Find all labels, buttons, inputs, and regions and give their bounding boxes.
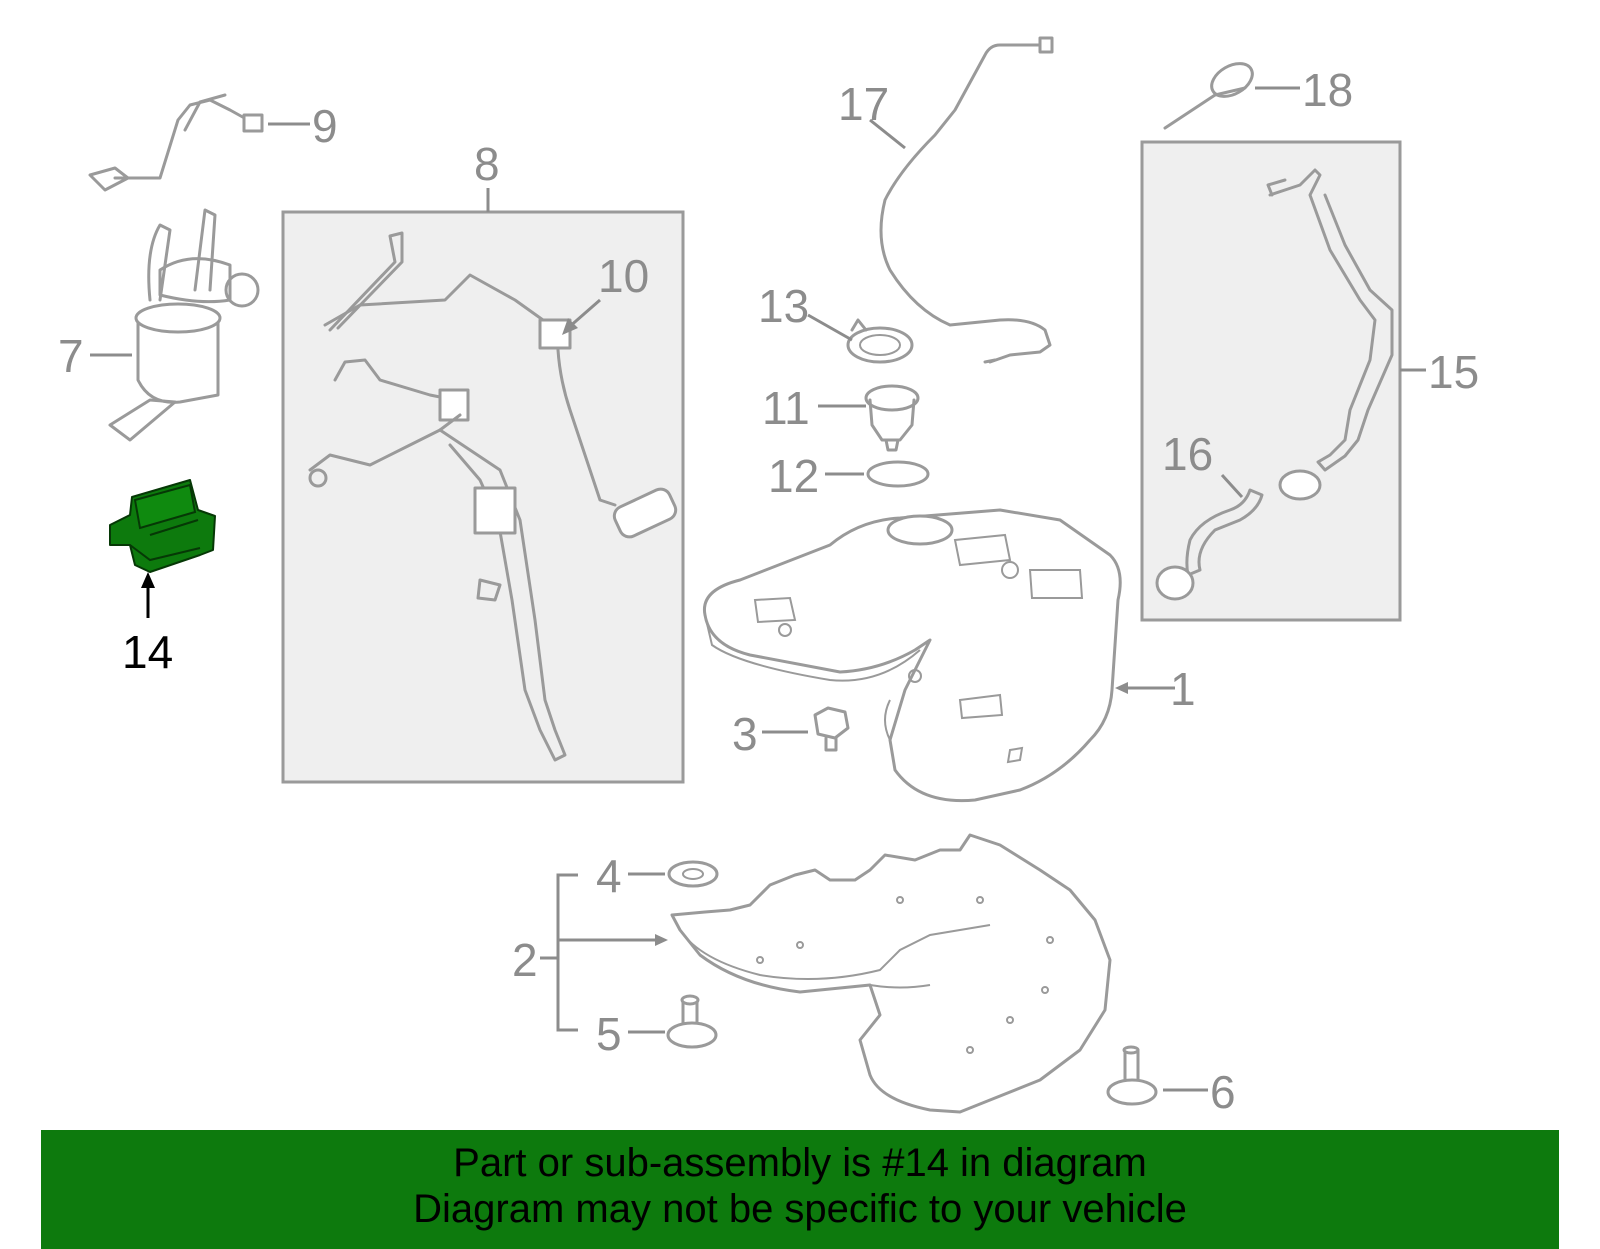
banner-line-1: Part or sub-assembly is #14 in diagram [453, 1141, 1147, 1185]
callout-4[interactable]: 4 [596, 850, 622, 902]
part-11-valve[interactable] [864, 384, 920, 452]
part-6-stud[interactable] [1106, 1045, 1158, 1106]
callout-13[interactable]: 13 [758, 280, 809, 332]
callout-8[interactable]: 8 [474, 138, 500, 190]
callout-2[interactable]: 2 [512, 934, 538, 986]
arrow-1 [1115, 682, 1128, 694]
callout-18[interactable]: 18 [1302, 64, 1353, 116]
callout-14[interactable]: 14 [122, 626, 173, 678]
part-8-assembly[interactable] [308, 231, 679, 762]
callout-11[interactable]: 11 [762, 382, 810, 434]
leader-17 [869, 118, 906, 150]
arrow-10 [562, 318, 578, 335]
callout-9[interactable]: 9 [312, 100, 338, 152]
callout-6[interactable]: 6 [1210, 1066, 1236, 1118]
callout-12[interactable]: 12 [768, 450, 819, 502]
part-4-washer[interactable] [667, 860, 719, 888]
callout-7[interactable]: 7 [58, 330, 84, 382]
part-15-filler-neck[interactable] [1266, 168, 1394, 472]
bracket-2 [556, 873, 578, 1032]
info-banner: Part or sub-assembly is #14 in diagram D… [41, 1130, 1559, 1249]
part-17-vent-tube[interactable] [879, 36, 1054, 364]
callout-3[interactable]: 3 [732, 708, 758, 760]
arrow-14 [141, 572, 155, 588]
part-1-fuel-tank[interactable] [702, 508, 1122, 803]
callout-15[interactable]: 15 [1428, 346, 1479, 398]
part-9-sender[interactable] [88, 93, 264, 192]
part-14-bracket[interactable] [109, 479, 216, 573]
part-18-cap[interactable] [1163, 57, 1258, 130]
part-2-shield[interactable] [670, 833, 1112, 1114]
callout-10[interactable]: 10 [598, 250, 649, 302]
part-12-o-ring[interactable] [866, 460, 930, 488]
part-15-box [1140, 140, 1402, 622]
callout-5[interactable]: 5 [596, 1008, 622, 1060]
callout-1[interactable]: 1 [1170, 663, 1196, 715]
part-7-pump-module[interactable] [108, 208, 260, 442]
part-5-bolt[interactable] [666, 994, 718, 1049]
part-16-hose[interactable] [1155, 469, 1322, 601]
part-3-bolt[interactable] [813, 706, 850, 752]
callout-17[interactable]: 17 [838, 78, 889, 130]
leader-13 [807, 313, 853, 342]
part-13-lock-ring[interactable] [846, 318, 914, 364]
arrow-2 [655, 934, 668, 946]
callout-16[interactable]: 16 [1162, 428, 1213, 480]
banner-line-2: Diagram may not be specific to your vehi… [413, 1187, 1187, 1231]
leader-16 [1220, 473, 1244, 499]
